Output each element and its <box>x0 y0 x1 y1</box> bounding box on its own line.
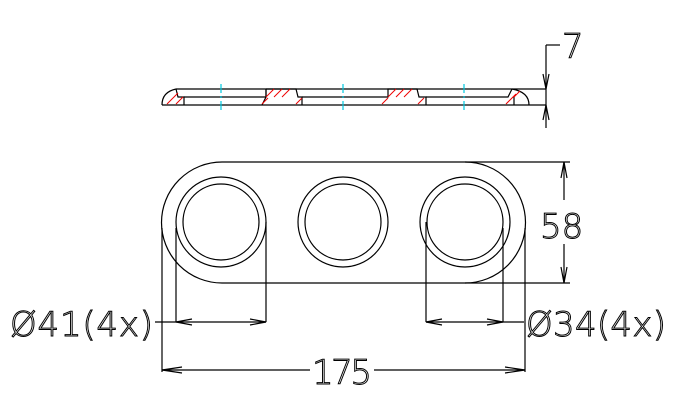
hole-small-dimension-group: Ø34(4x) <box>425 222 667 346</box>
hole-middle-inner <box>304 183 382 261</box>
hole-left-outer <box>175 176 267 268</box>
hole-left-inner <box>182 183 260 261</box>
height-dimension: 7 <box>562 27 584 67</box>
length-dimension: 175 <box>312 353 372 393</box>
hole-middle-outer <box>297 176 389 268</box>
hole-right-inner <box>426 183 504 261</box>
width-dimension-group: 58 <box>465 161 588 284</box>
hole-large-dimension: Ø41(4x) <box>10 305 153 345</box>
hole-small-dimension: Ø34(4x) <box>526 305 666 345</box>
length-dimension-group: 175 <box>161 228 526 394</box>
plan-view <box>160 161 527 284</box>
hatching <box>166 88 521 105</box>
width-dimension: 58 <box>540 207 583 247</box>
side-section-view: 7 <box>161 27 584 128</box>
hole-right-outer <box>419 176 511 268</box>
hole-large-dimension-group: Ø41(4x) <box>10 222 267 346</box>
